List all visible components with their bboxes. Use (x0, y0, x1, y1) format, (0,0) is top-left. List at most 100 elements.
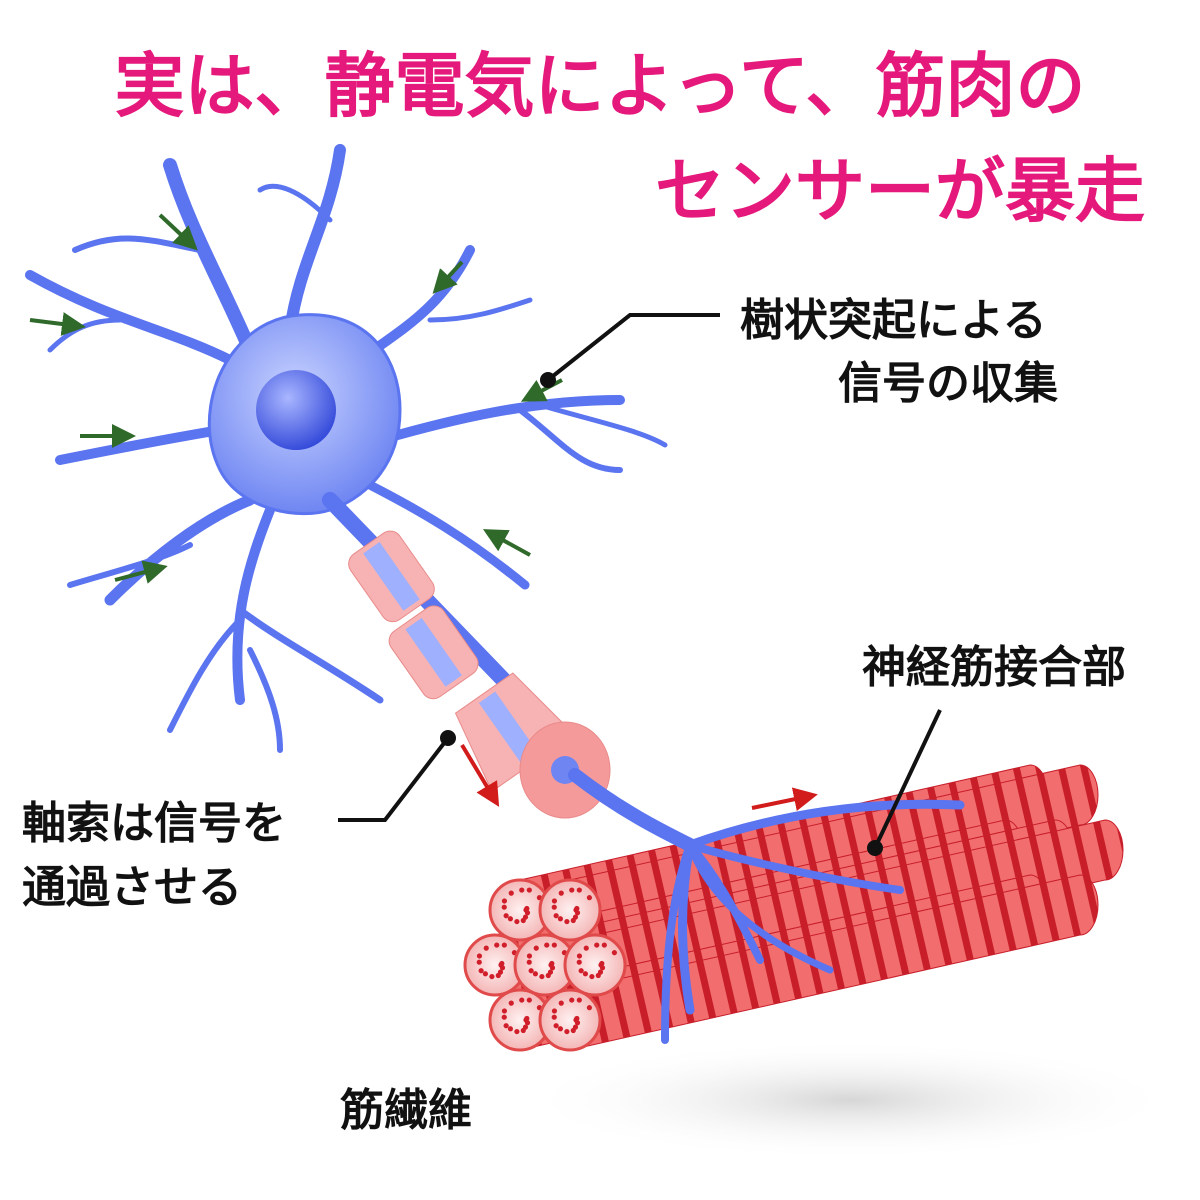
myofibril-dot (599, 960, 605, 967)
myofibril-dot (570, 1027, 576, 1034)
myofibril-dot (558, 890, 564, 896)
myelin-sheath (388, 605, 479, 700)
myofibril-dot (601, 942, 607, 948)
myofibril-dot (583, 945, 589, 951)
floor-shadow (520, 1040, 1180, 1160)
muscle-fiber-end (563, 933, 627, 997)
myofibril-dot (478, 968, 484, 974)
muscle-fiber-end (538, 878, 602, 942)
myofibril-dot (549, 960, 555, 967)
myofibril-dot (499, 965, 506, 971)
myofibril-dot (557, 916, 564, 922)
myofibril-dot (507, 916, 514, 922)
myofibril-dot (482, 971, 489, 977)
myofibril-dot (519, 997, 525, 1003)
myofibril-dot (574, 1020, 581, 1026)
myofibril-dot (576, 959, 582, 965)
myofibril-dot (553, 913, 559, 919)
myofibril-dot (495, 972, 501, 979)
myofibril-dot (594, 942, 600, 948)
label-axon-1: 軸索は信号を (22, 798, 286, 849)
myofibril-dot (501, 904, 507, 910)
myofibril-dot (569, 887, 575, 893)
myofibril-dot (574, 910, 581, 916)
myofibril-dot (501, 942, 507, 948)
myofibril-dot (553, 1023, 559, 1029)
myofibril-dot (574, 905, 580, 912)
title-line-1: 実は、静電気によって、筋肉の (115, 45, 1086, 127)
myofibril-dot (578, 968, 584, 974)
title-line-2: センサーが暴走 (655, 150, 1145, 232)
myofibril-dot (503, 913, 509, 919)
muscle-fiber-end (538, 988, 602, 1052)
myofibril-dot (558, 1000, 564, 1006)
myofibril-dot (499, 960, 505, 967)
myofibril-dot (494, 942, 500, 948)
myofibril-dot (564, 1028, 570, 1035)
myofibril-dot (586, 895, 593, 901)
label-junction: 神経筋接合部 (862, 642, 1126, 693)
myofibril-dot (507, 1026, 514, 1032)
myofibril-dot (539, 973, 545, 980)
myofibril-dot (589, 973, 595, 980)
myofibril-dot (524, 1015, 530, 1022)
myofibril-dot (514, 1028, 520, 1035)
leader-lines (338, 313, 942, 856)
myofibril-dot (528, 968, 534, 974)
myofibril-dot (526, 953, 533, 959)
myofibril-dot (483, 945, 489, 951)
myofibril-dot (570, 917, 576, 924)
myofibril-dot (526, 959, 532, 965)
myofibril-dot (501, 898, 508, 904)
myofibril-dot (526, 887, 532, 893)
axon (322, 492, 611, 819)
label-dendrite-2: 信号の収集 (838, 358, 1058, 409)
nerve-terminals (568, 768, 965, 1044)
myofibril-dot (508, 890, 514, 896)
myofibril-dot (599, 965, 606, 971)
myofibril-dot (501, 1008, 508, 1014)
myofibril-dot (501, 1014, 507, 1020)
dendrites (25, 144, 668, 753)
myofibril-dot (508, 1000, 514, 1006)
myofibril-dot (551, 1008, 558, 1014)
myofibril-dot (489, 973, 495, 980)
muscle-fiber (569, 874, 1099, 1051)
nucleus (256, 370, 336, 450)
myofibril-dot (544, 942, 550, 948)
myofibril-dot (533, 945, 539, 951)
myofibril-dot (551, 898, 558, 904)
myofibril-dot (520, 1027, 526, 1034)
myofibril-dot (526, 997, 532, 1003)
myofibril-dot (582, 971, 589, 977)
myofibril-dot (476, 959, 482, 965)
label-axon-2: 通過させる (22, 862, 242, 913)
myofibril-dot (595, 972, 601, 979)
myofibril-dot (549, 965, 556, 971)
myofibril-dot (503, 1023, 509, 1029)
myofibril-dot (574, 1015, 580, 1022)
myofibril-dot (564, 918, 570, 925)
myofibril-dot (557, 1026, 564, 1032)
myofibril-dot (532, 971, 539, 977)
myofibril-dot (576, 997, 582, 1003)
myofibril-dot (520, 917, 526, 924)
label-muscle: 筋繊維 (340, 1085, 472, 1136)
myofibril-dot (569, 997, 575, 1003)
myofibril-dot (545, 972, 551, 979)
myofibril-dot (576, 887, 582, 893)
myofibril-dot (576, 953, 583, 959)
label-dendrite-1: 樹状突起による (740, 295, 1047, 346)
myofibril-dot (551, 942, 557, 948)
signal-arrows-outgoing (460, 743, 818, 811)
muscle-fibers (463, 764, 1124, 1052)
myofibril-dot (519, 887, 525, 893)
myofibril-dot (524, 905, 530, 912)
myofibril-dot (524, 1020, 531, 1026)
myofibril-dot (524, 910, 531, 916)
myofibril-dot (611, 950, 618, 956)
myofibril-dot (551, 904, 557, 910)
myelin-sheath (348, 530, 435, 623)
